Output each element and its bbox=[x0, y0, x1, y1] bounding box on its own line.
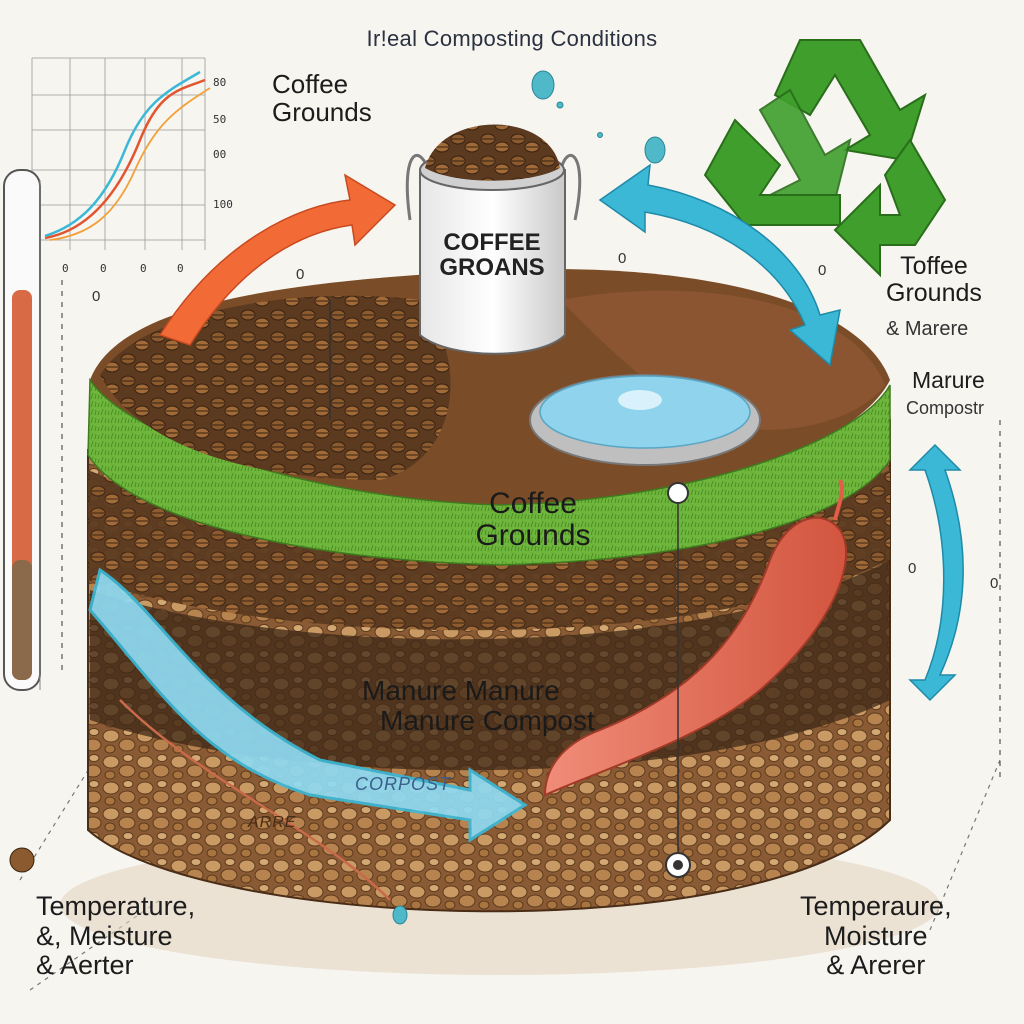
chart-tick-x: 0 bbox=[140, 262, 147, 275]
temperature-chart bbox=[31, 57, 211, 250]
label-manure-a: Manure Manure bbox=[362, 675, 560, 706]
marker-text: 0 bbox=[818, 262, 827, 279]
label-toffee-grounds: Toffee Grounds bbox=[886, 252, 982, 307]
chart-tick-y: 100 bbox=[213, 198, 233, 211]
label-bottom-right: Temperaure, Moisture & Arerer bbox=[800, 891, 952, 981]
cyan-flow-arrow[interactable] bbox=[598, 163, 841, 367]
marker-text: 0 bbox=[296, 266, 305, 283]
water-dish-icon bbox=[529, 374, 761, 466]
aeration-tube-icon bbox=[119, 479, 848, 901]
label-manure-b: Manure Compost bbox=[380, 705, 595, 736]
chart-tick-y: 00 bbox=[213, 148, 227, 161]
compost-flow-arrow[interactable] bbox=[88, 567, 528, 843]
chart-tick-y: 50 bbox=[213, 113, 227, 126]
chart-tick-x: 0 bbox=[177, 262, 184, 275]
label-marere: & Marere bbox=[886, 318, 969, 340]
marker-text: 0 bbox=[92, 288, 101, 305]
coffee-can-icon bbox=[405, 124, 582, 355]
label-compostr: Compostr bbox=[906, 398, 985, 418]
label-green-layer: Coffee Grounds bbox=[475, 487, 591, 552]
label-corpost-arrow: CORPOST bbox=[355, 774, 452, 794]
chart-tick-x: 0 bbox=[62, 262, 69, 275]
chart-tick-x: 0 bbox=[100, 262, 107, 275]
label-marure: Marure bbox=[912, 367, 985, 393]
diagram-title: Ir!eal Composting Conditions bbox=[366, 26, 658, 51]
cycle-arrow-right[interactable] bbox=[908, 443, 964, 702]
chart-tick-y: 80 bbox=[213, 76, 227, 89]
can-label: COFFEE GROANS bbox=[439, 229, 545, 282]
thermometer-icon bbox=[3, 169, 41, 691]
label-bottom-left: Temperature, &, Meisture & Aerter bbox=[36, 891, 196, 981]
label-coffee-grounds-top: Coffee Grounds bbox=[272, 69, 372, 128]
orange-flow-arrow[interactable] bbox=[158, 173, 397, 346]
marker-text: 0 bbox=[990, 575, 999, 592]
recycle-icon bbox=[703, 39, 947, 278]
marker-text: 0 bbox=[618, 250, 627, 267]
marker-text: 0 bbox=[908, 560, 917, 577]
label-arre: ARRE bbox=[248, 814, 297, 831]
